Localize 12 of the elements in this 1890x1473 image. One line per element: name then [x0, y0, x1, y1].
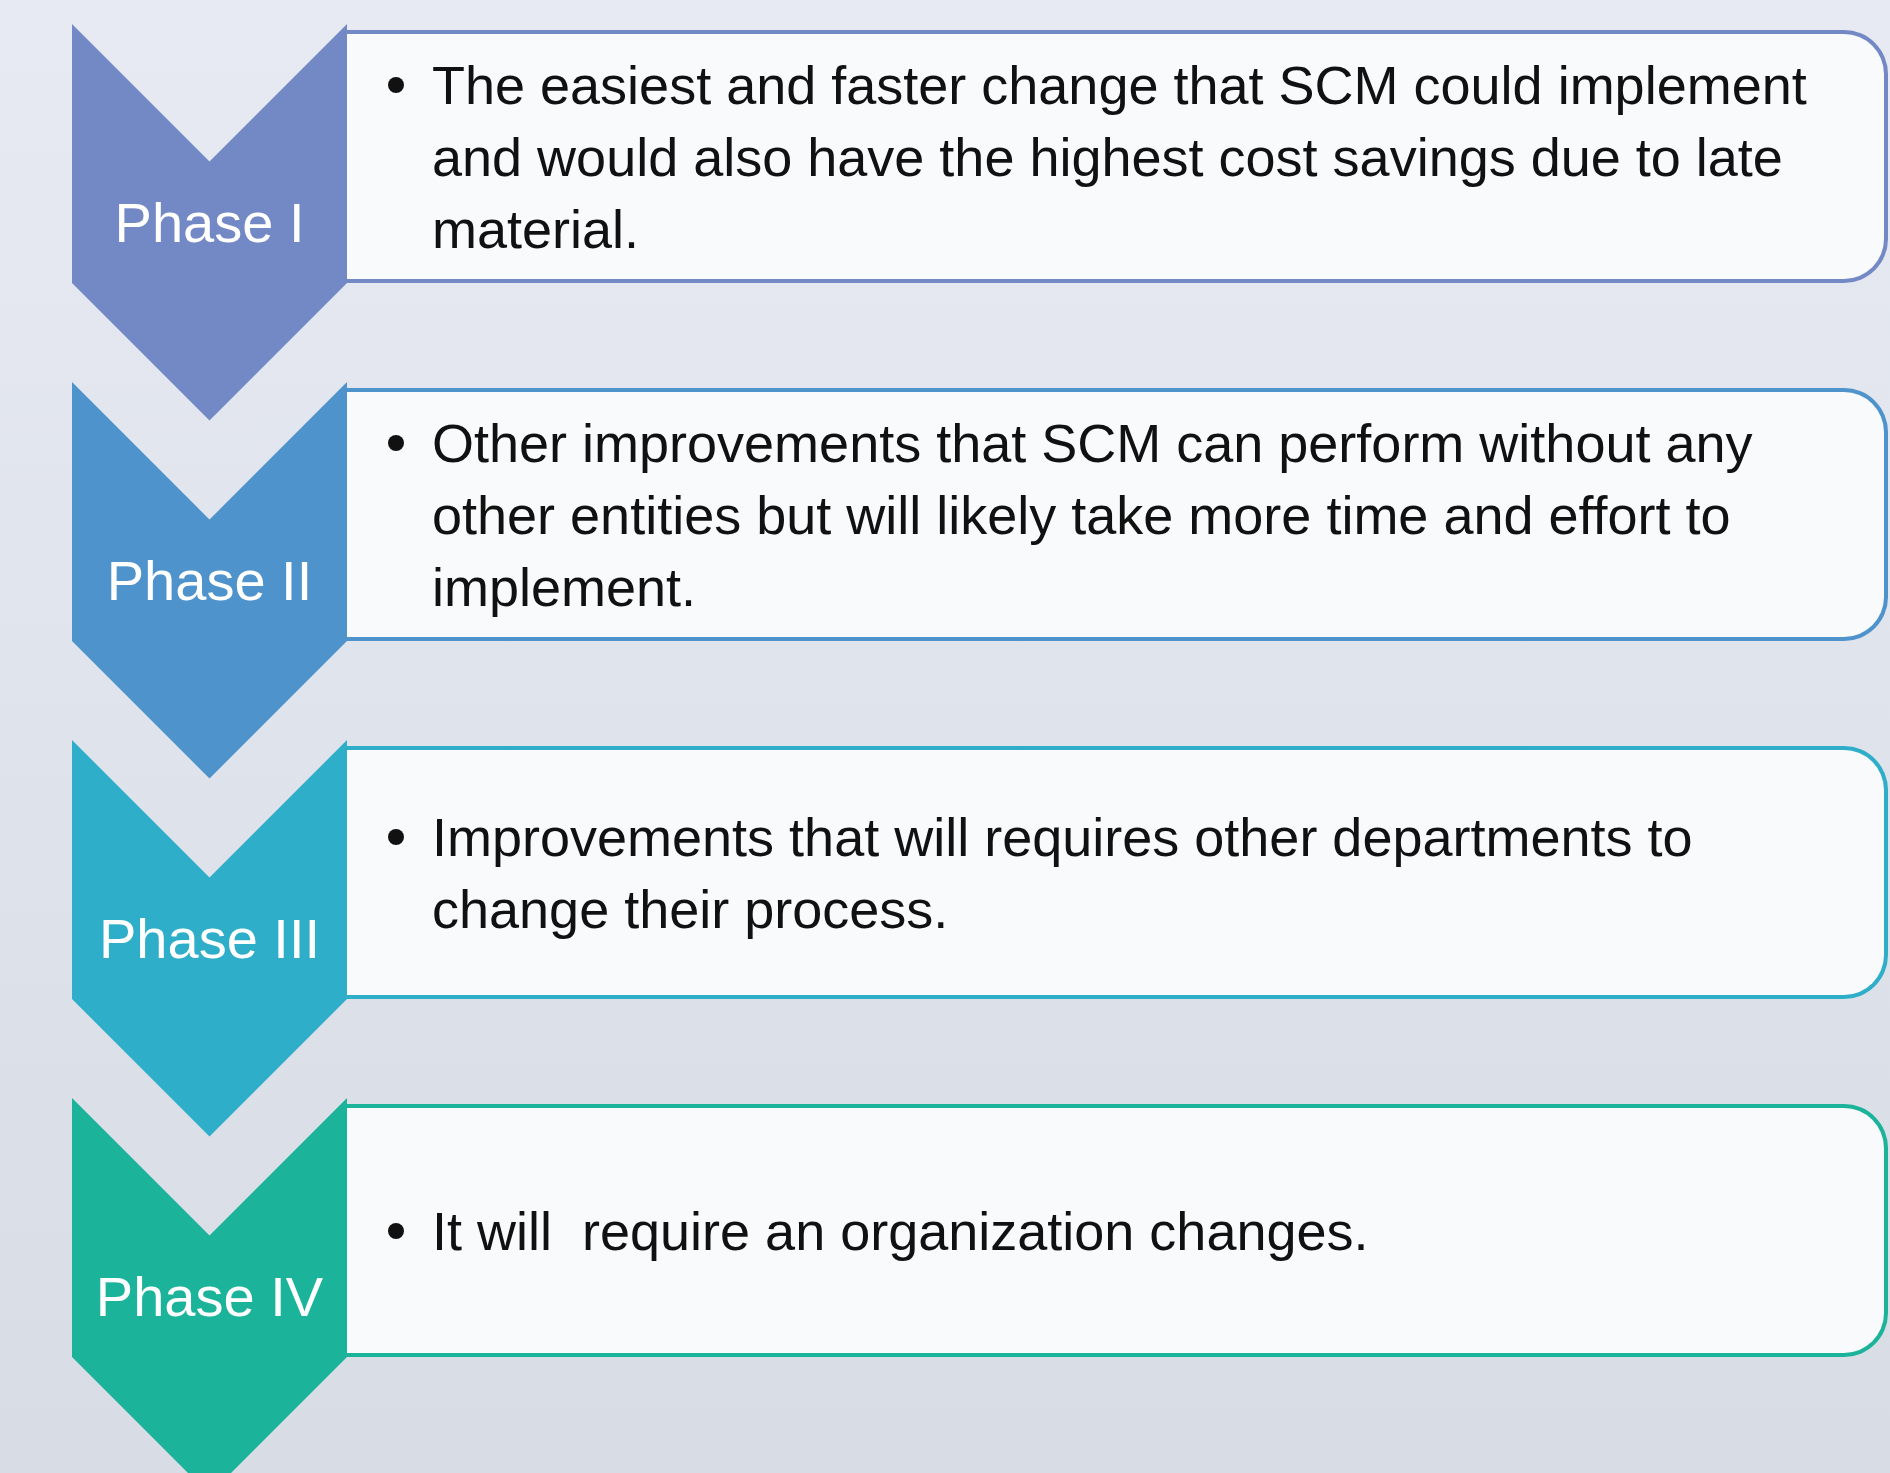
bullet-text: The easiest and faster change that SCM could implement and would also have the highest cost savings due to late material. — [432, 48, 1824, 265]
description-box — [347, 30, 1888, 283]
description-box — [347, 388, 1888, 641]
phase-label: Phase II — [105, 549, 314, 613]
bullet-text: Other improvements that SCM can perform without any other entities but will likely take more time and effort to implement. — [432, 406, 1824, 623]
description-box — [347, 746, 1888, 999]
bullet-text: Improvements that will requires other departments to change their process. — [432, 800, 1824, 945]
phase-label: Phase III — [98, 907, 321, 971]
phase-label: Phase I — [113, 191, 306, 255]
phase-label: Phase IV — [94, 1265, 325, 1329]
description-box — [347, 1104, 1888, 1357]
bullet-text: It will require an organization changes. — [432, 1194, 1369, 1267]
